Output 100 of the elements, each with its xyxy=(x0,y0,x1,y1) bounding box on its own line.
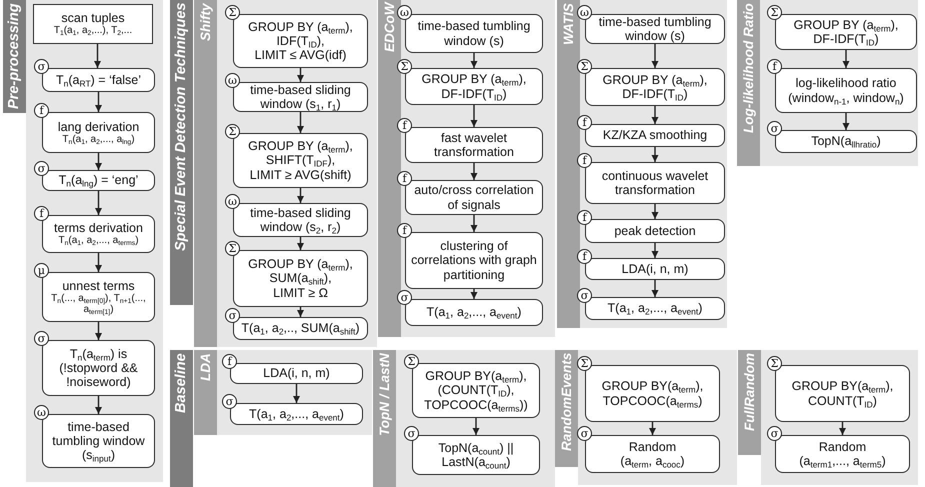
operator-text: LDA(i, n, m) xyxy=(622,262,688,276)
operator-text: Random xyxy=(818,440,866,454)
arrow xyxy=(649,422,656,435)
operator-text: TOPCOOC(a$_{terms}$) xyxy=(602,394,702,408)
section-label: Shifty xyxy=(194,0,217,347)
operator-box xyxy=(585,14,725,44)
arrow xyxy=(842,50,850,68)
arrow xyxy=(652,204,658,219)
operator-box xyxy=(233,14,368,68)
operator-text: auto/cross correlation of signals xyxy=(413,183,535,212)
operator-text: T$_{n}$(a$_{1}$, a$_{2}$,..., a$_{lng}$) xyxy=(62,134,135,146)
operator-symbol: Σ xyxy=(577,356,592,371)
operator-text: (window$_{n-1}$, window$_{n}$) xyxy=(788,90,904,105)
operator-text: GROUP BY (a$_{term}$), xyxy=(248,20,353,34)
operator-text: time-based sliding window (s$_{2}$, r$_{2}$) xyxy=(249,206,352,234)
operator-text: time-based sliding window (s$_{1}$, r$_{1}$) xyxy=(249,82,352,112)
operator-box xyxy=(42,215,155,253)
arrow xyxy=(95,396,102,414)
operator-text: GROUP BY (a$_{term}$), xyxy=(248,139,353,154)
operator-box xyxy=(233,82,368,112)
operator-text: LIMIT ≥ Ω xyxy=(273,286,328,300)
operator-text: T(a$_{1}$, a$_{2}$,..., a$_{event}$) xyxy=(608,301,702,316)
operator-text: T$_{1}$(a$_{1}$, a$_{2}$,...), T$_{2}$,... xyxy=(54,25,132,37)
operator-text: TopN(a$_{count}$) || LastN(a$_{count}$) xyxy=(437,440,515,470)
arrow xyxy=(472,418,480,435)
operator-text: Random xyxy=(628,440,676,454)
arrow xyxy=(652,243,658,258)
section-label: LDA xyxy=(194,350,217,435)
operator-symbol: f xyxy=(222,354,237,369)
section-label: TopN / LastN xyxy=(373,350,396,487)
operator-text: SUM(a$_{shift}$), xyxy=(269,271,332,286)
section-label: RandomEvents xyxy=(555,350,578,467)
operator-text: COUNT(T$_{ID}$) xyxy=(808,394,877,408)
operator-box xyxy=(233,203,368,237)
operator-box xyxy=(405,14,543,53)
panel-background xyxy=(557,0,727,328)
operator-text: GROUP BY (a$_{term}$), xyxy=(794,18,898,32)
arrow xyxy=(95,322,102,340)
operator-box xyxy=(775,68,917,113)
operator-text: T$_{n}$(..., a$_{term[0]}$), T$_{n+1}$(..., a$_{term[1]}$) xyxy=(50,292,147,316)
operator-text: (COUNT(T$_{ID}$), xyxy=(438,383,514,398)
operator-text: time-based tumbling window (s) xyxy=(416,19,532,48)
arrow xyxy=(652,280,658,297)
arrow xyxy=(95,92,102,112)
panel-background xyxy=(378,0,555,337)
operator-symbol: Σ xyxy=(225,124,240,139)
operator-symbol: σ xyxy=(222,394,237,409)
operator-box xyxy=(585,162,725,204)
operator-box xyxy=(230,363,363,384)
operator-box xyxy=(775,14,917,50)
section-label: Pre-processing xyxy=(3,0,26,113)
operator-text: KZ/KZA smoothing xyxy=(602,128,708,143)
arrow xyxy=(297,112,304,133)
section-label: FullRandom xyxy=(738,350,761,455)
operator-symbol: ω xyxy=(225,194,240,209)
arrow xyxy=(95,253,102,272)
operator-box xyxy=(405,127,543,163)
operator-text: DF-IDF(T$_{ID}$) xyxy=(813,32,879,46)
operator-text: T$_{n}$(a$_{RT}$) = ‘false’ xyxy=(56,72,142,88)
operator-text: GROUP BY (a$_{term}$), xyxy=(602,72,708,87)
section-label: Special Event Detection Techniques xyxy=(170,0,193,305)
operator-text: T$_{n}$(a$_{1}$, a$_{2}$,..., a$_{terms}$) xyxy=(58,235,139,247)
operator-text: LIMIT ≥ AVG(shift) xyxy=(250,168,352,182)
operator-symbol: μ xyxy=(34,263,49,278)
operator-box xyxy=(775,365,910,422)
operator-text: (a$_{term}$, a$_{cooc}$) xyxy=(620,454,685,468)
operator-symbol: σ xyxy=(34,331,49,346)
arrow xyxy=(470,105,478,127)
operator-text: fast wavelet transformation xyxy=(433,130,515,160)
operator-symbol: σ xyxy=(34,59,49,74)
operator-text: SHIFT(T$_{IDF}$), xyxy=(266,153,336,168)
operator-text: T(a$_{1}$, a$_{2}$,.., SUM(a$_{shift}$) xyxy=(241,321,360,336)
arrow xyxy=(470,215,478,232)
operator-symbol: σ xyxy=(34,161,49,176)
operator-text: T$_{n}$(a$_{lng}$) = ‘eng’ xyxy=(58,173,138,188)
operator-box xyxy=(585,219,725,243)
operator-symbol: σ xyxy=(767,426,782,441)
arrow xyxy=(95,191,102,215)
operator-text: GROUP BY(a$_{term}$), xyxy=(792,379,894,394)
operator-text: GROUP BY (a$_{term}$), xyxy=(248,257,353,272)
arrow xyxy=(95,153,102,170)
arrow xyxy=(470,53,478,68)
operator-text: (a$_{term1}$,..., a$_{term5}$) xyxy=(799,454,886,468)
operator-box xyxy=(405,232,543,289)
operator-symbol: Σ xyxy=(225,241,240,256)
operator-symbol: ω xyxy=(225,73,240,88)
arrow xyxy=(470,289,478,299)
operator-text: TOPCOOC(a$_{terms}$)) xyxy=(424,398,528,412)
operator-symbol: f xyxy=(34,103,49,118)
operator-symbol: Σ xyxy=(225,5,240,20)
operator-box xyxy=(585,258,725,280)
operator-text: scan tuples xyxy=(61,11,125,26)
section-label: WATIS xyxy=(557,0,580,328)
section-label: Baseline xyxy=(170,350,193,487)
panel-background xyxy=(194,350,372,435)
operator-box xyxy=(42,414,155,468)
operator-symbol: ω xyxy=(34,405,49,420)
arrow xyxy=(94,44,101,68)
operator-text: log-likelihood ratio xyxy=(796,76,896,90)
operator-symbol: Σ xyxy=(767,356,782,371)
